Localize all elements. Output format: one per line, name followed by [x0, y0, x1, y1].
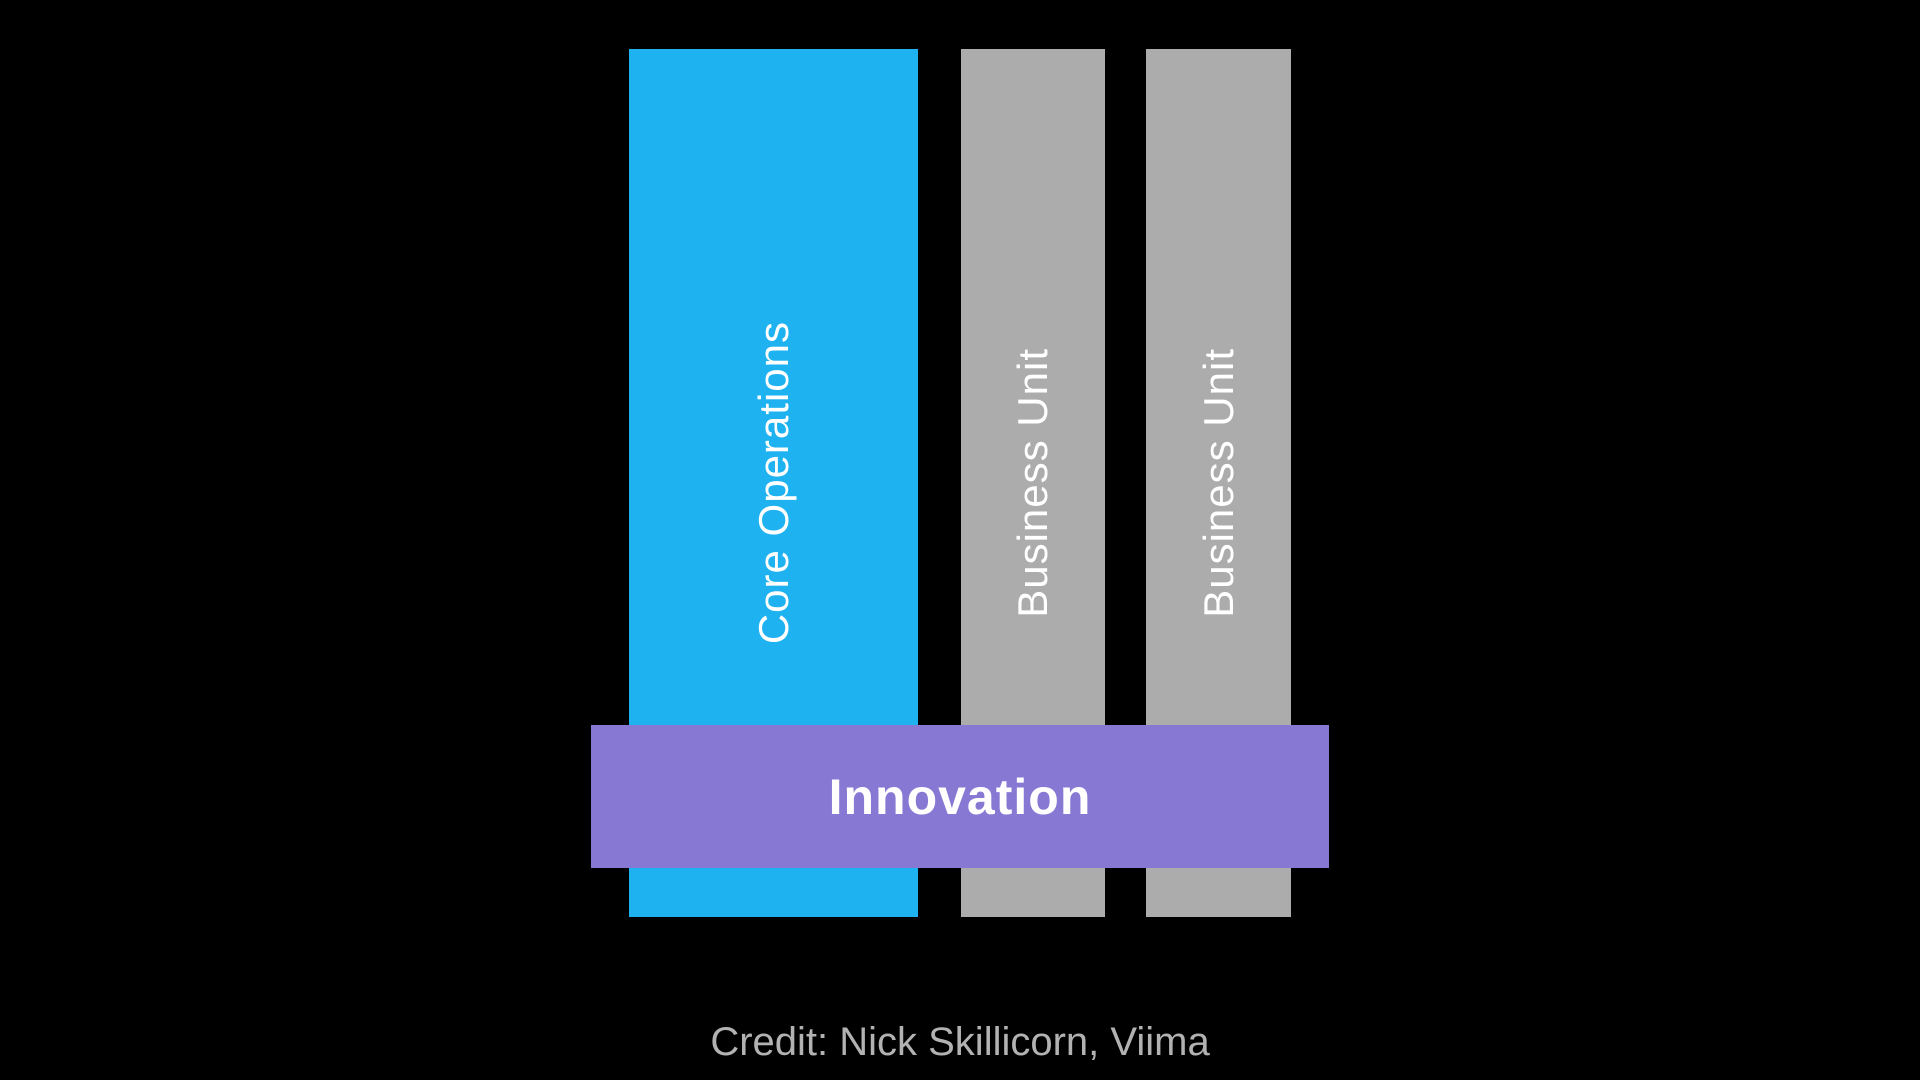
credit-text: Credit: Nick Skillicorn, Viima — [710, 1020, 1210, 1064]
business-unit-label-2: Business Unit — [1194, 348, 1242, 618]
business-unit-label-1: Business Unit — [1009, 348, 1056, 618]
innovation-band: Innovation — [591, 725, 1329, 868]
innovation-label: Innovation — [828, 768, 1092, 825]
core-operations-label: Core Operations — [749, 321, 797, 645]
